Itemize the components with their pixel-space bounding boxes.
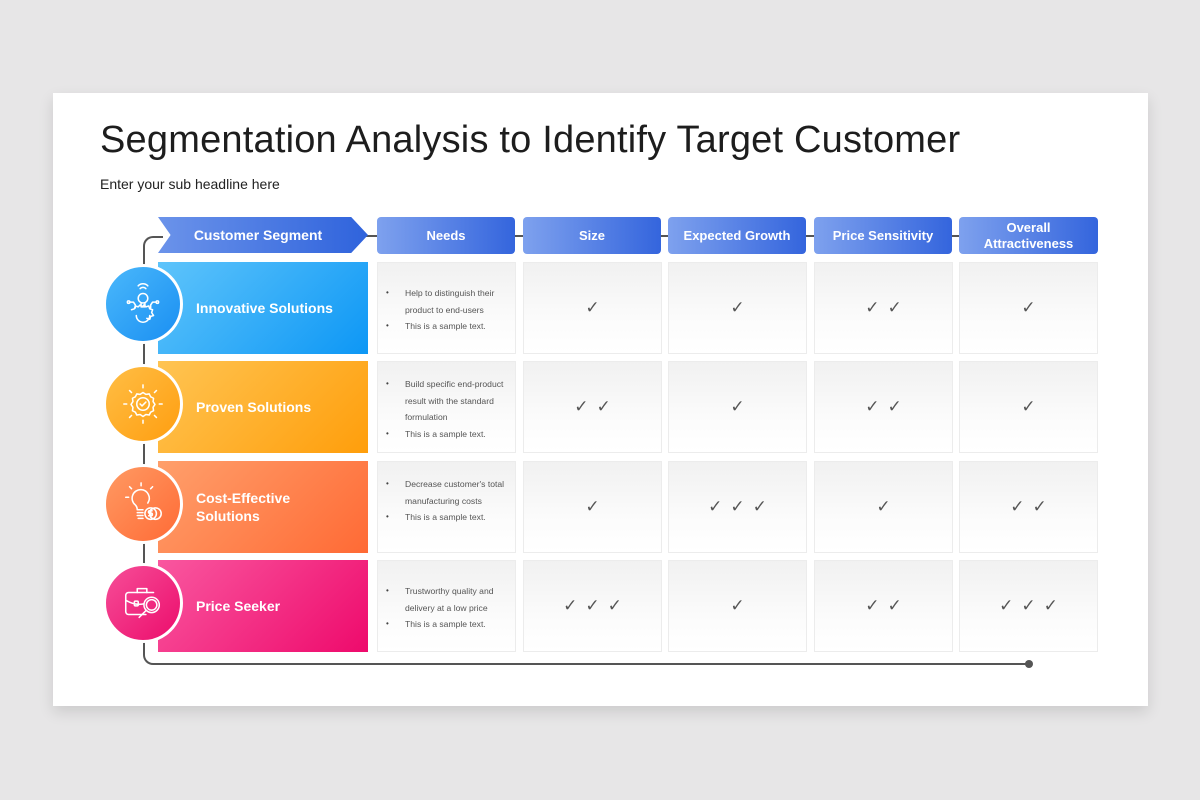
price-sensitivity-cell: ✓ — [814, 461, 953, 553]
attractiveness-cell: ✓✓ — [959, 461, 1098, 553]
price-sensitivity-cell: ✓✓ — [814, 262, 953, 354]
connector-segment — [513, 235, 525, 237]
needs-item: This is a sample text. — [386, 318, 507, 335]
sub-headline: Enter your sub headline here — [100, 176, 280, 192]
verified-badge-icon — [103, 364, 183, 444]
growth-cell: ✓ — [668, 560, 807, 652]
segment-cost-effective-solutions: Cost-Effective Solutions — [158, 461, 368, 553]
size-cell: ✓✓ — [523, 361, 662, 453]
needs-item: Decrease customer's total manufacturing … — [386, 476, 507, 509]
connector-segment — [659, 235, 671, 237]
lightbulb-coins-icon — [103, 464, 183, 544]
size-cell: ✓ — [523, 262, 662, 354]
needs-list: Help to distinguish their product to end… — [378, 263, 515, 335]
segment-innovative-solutions: Innovative Solutions — [158, 262, 368, 354]
check-icon: ✓✓✓ — [563, 596, 630, 616]
needs-item: This is a sample text. — [386, 616, 507, 633]
needs-item: This is a sample text. — [386, 509, 507, 526]
check-icon: ✓✓ — [865, 596, 910, 616]
briefcase-search-icon — [103, 563, 183, 643]
header-needs: Needs — [377, 217, 515, 254]
price-sensitivity-cell: ✓✓ — [814, 560, 953, 652]
size-cell: ✓ — [523, 461, 662, 553]
needs-item: Help to distinguish their product to end… — [386, 285, 507, 318]
needs-list: Decrease customer's total manufacturing … — [378, 462, 515, 526]
segment-proven-solutions: Proven Solutions — [158, 361, 368, 453]
needs-cell: Decrease customer's total manufacturing … — [377, 461, 516, 553]
check-icon: ✓✓ — [865, 298, 910, 318]
connector-corner-top — [143, 236, 163, 250]
check-icon: ✓ — [730, 596, 753, 616]
check-icon: ✓✓✓ — [999, 596, 1066, 616]
header-price-sensitivity: Price Sensitivity — [814, 217, 952, 254]
check-icon: ✓✓ — [1010, 497, 1055, 517]
header-overall-attractiveness: Overall Attractiveness — [959, 217, 1098, 254]
check-icon: ✓ — [585, 497, 608, 517]
check-icon: ✓✓✓ — [708, 497, 775, 517]
check-icon: ✓ — [585, 298, 608, 318]
connector-horizontal-bottom — [161, 663, 1029, 665]
growth-cell: ✓ — [668, 262, 807, 354]
connector-segment — [804, 235, 816, 237]
segment-label: Innovative Solutions — [196, 300, 333, 316]
attractiveness-cell: ✓✓✓ — [959, 560, 1098, 652]
page-title: Segmentation Analysis to Identify Target… — [100, 119, 961, 161]
check-icon: ✓ — [1021, 397, 1044, 417]
needs-list: Build specific end-product result with t… — [378, 362, 515, 442]
growth-cell: ✓✓✓ — [668, 461, 807, 553]
connector-end-dot — [1025, 660, 1033, 668]
check-icon: ✓ — [730, 298, 753, 318]
check-icon: ✓ — [730, 397, 753, 417]
slide: Segmentation Analysis to Identify Target… — [53, 93, 1148, 706]
header-expected-growth: Expected Growth — [668, 217, 806, 254]
needs-list: Trustworthy quality and delivery at a lo… — [378, 561, 515, 633]
header-customer-segment: Customer Segment — [158, 217, 368, 253]
price-sensitivity-cell: ✓✓ — [814, 361, 953, 453]
needs-cell: Trustworthy quality and delivery at a lo… — [377, 560, 516, 652]
attractiveness-cell: ✓ — [959, 262, 1098, 354]
check-icon: ✓✓ — [865, 397, 910, 417]
needs-cell: Build specific end-product result with t… — [377, 361, 516, 453]
needs-item: This is a sample text. — [386, 426, 507, 443]
needs-item: Build specific end-product result with t… — [386, 376, 507, 426]
connector-segment — [366, 235, 378, 237]
connector-corner-bottom — [143, 649, 163, 665]
connector-segment — [950, 235, 962, 237]
lightbulb-gear-icon — [103, 264, 183, 344]
check-icon: ✓✓ — [574, 397, 619, 417]
needs-item: Trustworthy quality and delivery at a lo… — [386, 583, 507, 616]
segment-label: Cost-Effective Solutions — [196, 490, 291, 524]
header-size: Size — [523, 217, 661, 254]
segment-price-seeker: Price Seeker — [158, 560, 368, 652]
needs-cell: Help to distinguish their product to end… — [377, 262, 516, 354]
check-icon: ✓ — [876, 497, 899, 517]
attractiveness-cell: ✓ — [959, 361, 1098, 453]
size-cell: ✓✓✓ — [523, 560, 662, 652]
segment-label: Price Seeker — [196, 598, 281, 614]
check-icon: ✓ — [1021, 298, 1044, 318]
segment-label: Proven Solutions — [196, 399, 312, 415]
connector-vertical — [143, 248, 145, 653]
growth-cell: ✓ — [668, 361, 807, 453]
